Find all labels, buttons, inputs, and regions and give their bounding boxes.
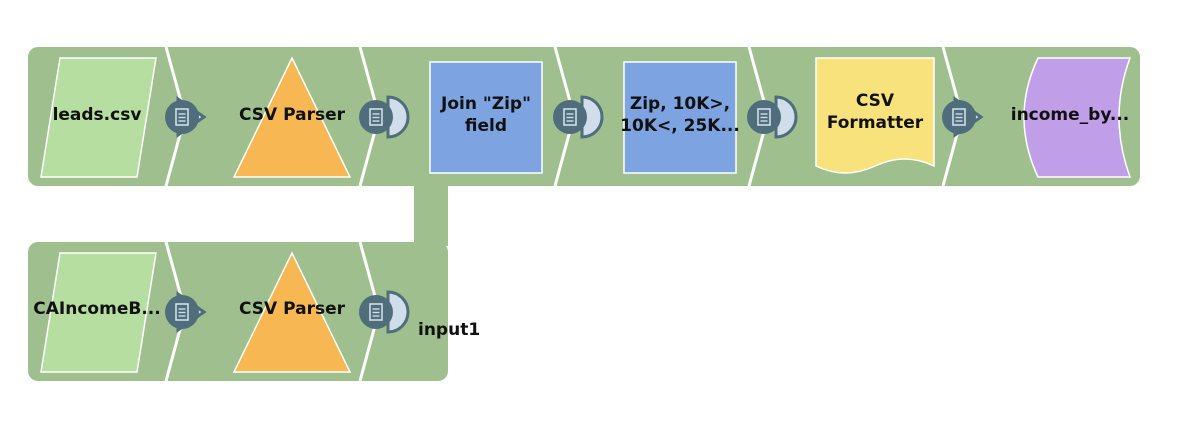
port-formatter-to-writer[interactable] — [942, 96, 984, 138]
join-shape[interactable] — [429, 61, 543, 174]
document-icon — [175, 303, 189, 321]
reader-shape-bottom[interactable] — [40, 252, 157, 373]
port-join-to-mapper[interactable] — [553, 95, 604, 139]
reader-shape[interactable] — [40, 57, 157, 178]
join-label-line2: field — [465, 116, 507, 136]
snap-csv-parser-top[interactable]: CSV Parser — [232, 56, 352, 178]
snap-caincome-reader[interactable]: CAIncomeB... — [33, 252, 161, 373]
document-icon — [369, 303, 383, 321]
formatter-label-line2: Formatter — [827, 113, 924, 133]
snap-csv-formatter[interactable]: CSV Formatter — [815, 57, 935, 174]
snap-file-writer[interactable]: income_by... — [1011, 57, 1132, 178]
port-mapper-to-formatter[interactable] — [747, 95, 798, 139]
snap-join-zip[interactable]: Join "Zip" field — [429, 61, 543, 174]
writer-shape[interactable] — [1023, 57, 1132, 178]
csv-parser-bottom-label: CSV Parser — [239, 299, 346, 319]
port-leads-to-parser[interactable] — [165, 96, 207, 138]
formatter-shape[interactable] — [815, 57, 935, 174]
document-icon — [952, 108, 966, 126]
mapper-label-line1: Zip, 10K>, — [630, 94, 730, 114]
snap-mapper-zip[interactable]: Zip, 10K>, 10K<, 25K... — [620, 61, 740, 174]
document-icon — [563, 108, 577, 126]
document-icon — [757, 108, 771, 126]
port-caincome-to-parser[interactable] — [165, 291, 207, 333]
port-bottom-parser-output[interactable] — [359, 290, 410, 334]
caincome-label: CAIncomeB... — [33, 299, 160, 319]
csv-parser-top-label: CSV Parser — [239, 105, 346, 125]
join-label-line1: Join "Zip" — [440, 94, 531, 114]
parser-shape[interactable] — [232, 56, 352, 178]
mapper-label-line2: 10K<, 25K... — [620, 116, 740, 136]
output-view-label: input1 — [418, 320, 480, 340]
snap-leads-csv-reader[interactable]: leads.csv — [40, 57, 157, 178]
mapper-shape[interactable] — [623, 61, 737, 174]
join-connector-track — [414, 184, 448, 246]
port-parser-to-join[interactable] — [359, 95, 410, 139]
snap-csv-parser-bottom[interactable]: CSV Parser — [232, 251, 352, 373]
leads-csv-label: leads.csv — [53, 105, 142, 125]
document-icon — [369, 108, 383, 126]
formatter-label-line1: CSV — [856, 91, 895, 111]
parser-shape-bottom[interactable] — [232, 251, 352, 373]
writer-label: income_by... — [1011, 105, 1130, 125]
document-icon — [175, 108, 189, 126]
